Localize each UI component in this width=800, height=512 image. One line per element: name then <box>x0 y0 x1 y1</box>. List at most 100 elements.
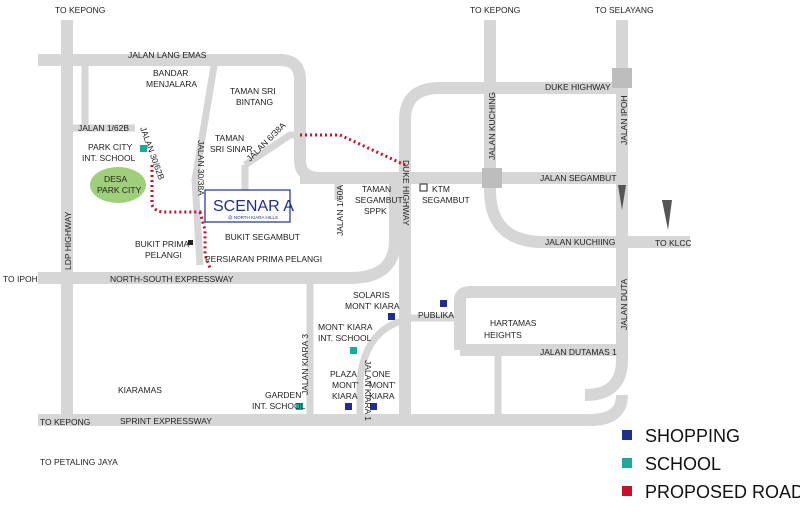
label-ldp: LDP HIGHWAY <box>63 211 73 270</box>
proposed-roads <box>150 133 406 269</box>
label-persiaran: PERSIARAN PRIMA PELANGI <box>205 254 322 264</box>
label-duke-highway-v: DUKE HIGHWAY <box>401 160 411 226</box>
toll-plaza-segambut <box>482 168 502 188</box>
label-sri-bintang-1: TAMAN SRI <box>230 86 276 96</box>
label-one-mont-2: MONT' <box>369 380 396 390</box>
school-marker-mont-kiara <box>350 347 357 354</box>
label-one-mont-3: KIARA <box>369 391 395 401</box>
label-ktm-1: KTM <box>432 184 450 194</box>
label-sri-sinar-1: TAMAN <box>215 133 244 143</box>
arrow-up-ipoh <box>618 185 626 210</box>
dest-selayang: TO SELAYANG <box>595 5 654 15</box>
label-garden-1: GARDEN <box>265 390 301 400</box>
label-ktm-2: SEGAMBUT <box>422 195 470 205</box>
dest-kepong-right: TO KEPONG <box>470 5 520 15</box>
road-jalan-6-38a <box>243 131 300 168</box>
scenaria-tagline: @ NORTH KIARA HILLS <box>228 215 278 220</box>
dest-petaling-jaya: TO PETALING JAYA <box>40 457 118 467</box>
shopping-marker-one-mont <box>370 403 377 410</box>
desa-park-city-label-1: DESA <box>104 174 127 184</box>
proposed-road-south <box>198 211 212 269</box>
dest-kepong-left: TO KEPONG <box>55 5 105 15</box>
label-bukit-prima-2: PELANGI <box>145 250 182 260</box>
desa-park-city-label-2: PARK CITY <box>97 185 142 195</box>
school-marker-park-city <box>140 145 147 152</box>
label-jalan-duta: JALAN DUTA <box>619 278 629 330</box>
label-park-city-school-2: INT. SCHOOL <box>82 153 136 163</box>
label-dutamas: JALAN DUTAMAS 1 <box>540 347 617 357</box>
legend-shopping-label: SHOPPING <box>645 426 740 446</box>
proposed-road-west <box>150 165 210 214</box>
label-jalan-30-38a: JALAN 30/38A <box>196 140 206 196</box>
shopping-marker-solaris <box>388 313 395 320</box>
label-jalan-kiara-1: JALAN KIARA 1 <box>363 360 373 421</box>
label-kiaramas: KIARAMAS <box>118 385 162 395</box>
label-plaza-3: KIARA <box>332 391 358 401</box>
label-jalan-kiara-3: JALAN KIARA 3 <box>300 334 310 395</box>
label-solaris-2: MONT' KIARA <box>345 301 400 311</box>
label-park-city-school-1: PARK CITY <box>88 142 133 152</box>
label-taman-segambut-1: TAMAN <box>362 184 391 194</box>
label-sprint: SPRINT EXPRESSWAY <box>120 416 212 426</box>
label-publika: PUBLIKA <box>418 310 454 320</box>
label-sri-sinar-2: SRI SINAR <box>210 144 253 154</box>
legend-school-label: SCHOOL <box>645 454 721 474</box>
label-bukit-prima-1: BUKIT PRIMA <box>135 239 189 249</box>
label-hartamas-1: HARTAMAS <box>490 318 537 328</box>
scenaria-name: SCENAR A <box>213 198 294 215</box>
label-jalan-kuchiing: JALAN KUCHIING <box>545 237 615 247</box>
label-jalan-30-62b: JALAN 30/62B <box>138 125 167 181</box>
bukit-prima-marker <box>188 240 193 245</box>
label-garden-2: INT. SCHOOL <box>252 401 306 411</box>
arrow-to-klcc <box>662 200 672 230</box>
label-jalan-1-60a: JALAN 1/60A <box>335 185 345 236</box>
label-bukit-segambut: BUKIT SEGAMBUT <box>225 232 300 242</box>
label-sri-bintang-2: BINTANG <box>236 97 273 107</box>
label-taman-segambut-3: SPPK <box>364 206 387 216</box>
road-jalan-ipoh <box>584 20 628 401</box>
label-taman-segambut-2: SEGAMBUT <box>355 195 403 205</box>
legend-proposed-swatch <box>622 486 632 496</box>
proposed-road-north <box>300 133 406 167</box>
label-jalan-segambut: JALAN SEGAMBUT <box>540 173 617 183</box>
label-north-south: NORTH-SOUTH EXPRESSWAY <box>110 274 234 284</box>
label-plaza-1: PLAZA <box>330 369 357 379</box>
dest-kepong-bottom: TO KEPONG <box>40 417 90 427</box>
legend-proposed-label: PROPOSED ROAD <box>645 482 800 502</box>
road-duke-highway <box>399 82 625 420</box>
label-solaris-1: SOLARIS <box>353 290 390 300</box>
legend: SHOPPING SCHOOL PROPOSED ROAD <box>622 426 800 502</box>
road-jalan-kuching <box>484 20 690 248</box>
label-mont-kiara-school-2: INT. SCHOOL <box>318 333 372 343</box>
legend-school-swatch <box>622 458 632 468</box>
dest-ipoh: TO IPOH <box>3 274 38 284</box>
dest-klcc: TO KLCC <box>655 238 692 248</box>
road-north-south <box>38 180 401 284</box>
toll-plaza-duke <box>612 68 632 88</box>
label-jalan-1-62b: JALAN 1/62B <box>78 123 129 133</box>
label-jalan-ipoh: JALAN IPOH <box>619 95 629 145</box>
ktm-icon <box>419 183 428 192</box>
label-mont-kiara-school-1: MONT' KIARA <box>318 322 373 332</box>
legend-shopping-swatch <box>622 430 632 440</box>
desa-park-city-area <box>90 167 146 203</box>
shopping-marker-plaza <box>345 403 352 410</box>
label-plaza-2: MONT' <box>332 380 359 390</box>
label-lang-emas: JALAN LANG EMAS <box>128 50 207 60</box>
label-hartamas-2: HEIGHTS <box>484 330 522 340</box>
road-network <box>38 20 690 426</box>
scenaria-box <box>204 189 291 223</box>
label-duke-highway-h: DUKE HIGHWAY <box>545 82 611 92</box>
road-jalan-30-38a <box>191 59 219 266</box>
shopping-marker-publika <box>440 300 447 307</box>
road-jalan-kiara-1 <box>356 316 406 420</box>
school-marker-garden <box>296 403 303 410</box>
road-sprint <box>38 394 628 426</box>
road-hartamas-top <box>454 286 622 350</box>
label-jalan-kuching-v: JALAN KUCHING <box>487 92 497 160</box>
label-bandar-2: MENJALARA <box>146 79 197 89</box>
label-bandar-1: BANDAR <box>153 68 188 78</box>
label-one-mont-1: ONE <box>372 369 391 379</box>
